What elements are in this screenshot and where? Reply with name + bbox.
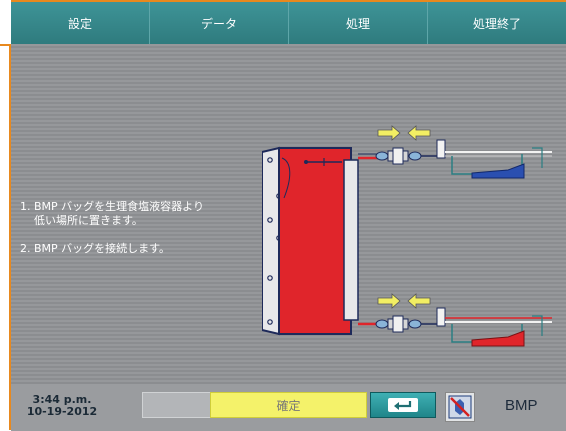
tab-end-process-label: 処理終了 — [472, 16, 521, 31]
back-button[interactable] — [370, 392, 436, 418]
bottom-connect-arrows-icon — [377, 293, 431, 309]
bmp-bag-connection-diagram — [262, 125, 552, 347]
clock-date: 10-19-2012 — [26, 405, 98, 418]
tab-process-label: 処理 — [345, 16, 370, 31]
accent-top-line — [11, 0, 566, 2]
step-2-text: 2. BMP バッグを接続します。 — [20, 242, 171, 255]
clock-time: 3:44 p.m. — [32, 393, 92, 406]
status-box — [142, 392, 212, 418]
step-2: 2. BMP バッグを接続します。 — [20, 242, 204, 256]
tab-settings[interactable]: 設定 — [11, 2, 150, 44]
instructions: 1. BMP バッグを生理食塩液容器より 低い場所に置きます。 2. BMP バ… — [20, 200, 204, 270]
step-1-line-1: 1. BMP バッグを生理食塩液容器より — [20, 200, 204, 213]
alarm-muted-icon — [448, 395, 472, 419]
tab-data-label: データ — [200, 16, 237, 31]
step-1-line-2: 低い場所に置きます。 — [34, 214, 143, 227]
bmp-bag-icon — [262, 146, 359, 336]
tab-process[interactable]: 処理 — [289, 2, 428, 44]
top-connector-icon — [358, 139, 552, 179]
tab-end-process[interactable]: 処理終了 — [428, 2, 566, 44]
mode-label: BMP — [505, 397, 538, 414]
top-connect-arrows-icon — [377, 125, 431, 141]
accent-left-line — [9, 44, 11, 430]
accent-corner — [0, 44, 11, 46]
tab-settings-label: 設定 — [67, 16, 92, 31]
alarm-silence-button[interactable] — [445, 392, 475, 422]
bottom-connector-icon — [358, 307, 552, 347]
return-arrow-icon — [388, 398, 418, 412]
confirm-button-label: 確定 — [276, 398, 301, 413]
tab-data[interactable]: データ — [150, 2, 289, 44]
step-1: 1. BMP バッグを生理食塩液容器より 低い場所に置きます。 — [20, 200, 204, 228]
clock: 3:44 p.m. 10-19-2012 — [22, 394, 102, 418]
top-tab-bar: 設定 データ 処理 処理終了 — [11, 2, 566, 44]
confirm-button[interactable]: 確定 — [210, 392, 367, 418]
